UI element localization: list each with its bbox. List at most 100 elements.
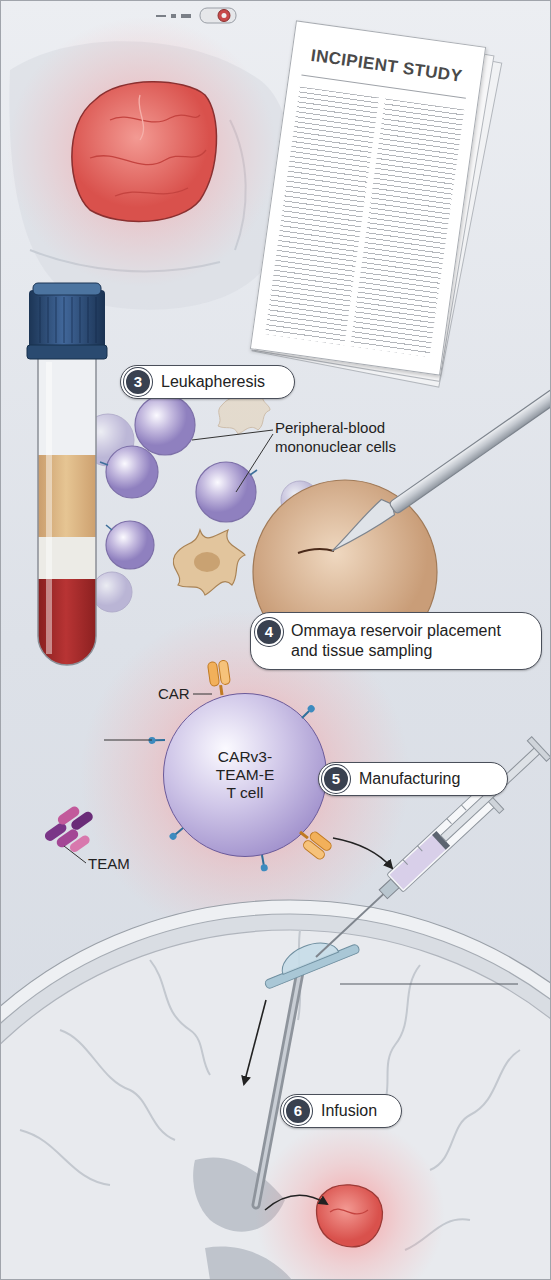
- cap-ridge: [71, 297, 72, 343]
- brain-gyrus: [380, 965, 420, 1110]
- step-text: Leukapheresis: [161, 372, 265, 392]
- tumor: [316, 1185, 382, 1247]
- mononuclear-cell: [196, 462, 256, 522]
- tube-clear-layer: [30, 355, 110, 455]
- dendritic-cell: [173, 530, 245, 595]
- leader-line: [104, 740, 152, 741]
- graduation: [447, 819, 452, 824]
- callout-number: 5: [332, 771, 340, 787]
- team-domain: [68, 834, 91, 854]
- mononuclear-cell: [135, 395, 195, 455]
- receptor: [306, 704, 316, 714]
- receptor-tick: [100, 462, 108, 465]
- skull-bone: [1, 914, 550, 1279]
- step-text: Ommaya reservoir placement and tissue sa…: [291, 621, 506, 661]
- part-label: CAR: [158, 684, 198, 703]
- step-pill: Manufacturing 5: [318, 762, 508, 796]
- mononuclear-cell: [106, 521, 154, 569]
- device-lens: [222, 13, 227, 18]
- red-cell-layer: [30, 579, 110, 679]
- tube-cap: [29, 290, 105, 352]
- tumor-highlight: [139, 95, 144, 140]
- cap-ridge: [63, 297, 64, 343]
- step-number: 4: [255, 618, 283, 646]
- step-pill: Infusion 6: [280, 1094, 402, 1128]
- step-text: Infusion: [321, 1101, 377, 1121]
- tube-highlight: [46, 362, 52, 654]
- step-number: 3: [124, 368, 152, 396]
- step-pill: Leukapheresis 3: [120, 365, 295, 399]
- tumor-fold: [115, 188, 188, 196]
- tumor-fold: [330, 1209, 368, 1214]
- graduation: [418, 846, 423, 851]
- receptor: [168, 831, 178, 841]
- incision: [298, 549, 334, 553]
- cell-name: CARv3-TEAM-E T cell: [212, 748, 278, 802]
- tumor-fold: [90, 150, 206, 165]
- car-receptor: [308, 830, 332, 852]
- callout-number: 6: [294, 1103, 302, 1119]
- flow-arrow: [265, 1195, 327, 1210]
- document-title: INCIPIENT STUDY: [291, 21, 485, 89]
- buffy-coat-layer: [30, 537, 110, 579]
- syringe-needle: [316, 893, 385, 957]
- leader-line: [340, 984, 518, 985]
- device-body: [200, 8, 236, 23]
- cap-ridge: [87, 297, 88, 343]
- team-domain: [69, 810, 94, 832]
- brain-gyrus: [150, 960, 210, 1075]
- ommaya-reservoir: [276, 935, 338, 974]
- receptor-tick: [250, 470, 257, 475]
- car-receptor: [218, 660, 230, 685]
- receptor: [148, 737, 155, 744]
- cap-ridge: [39, 297, 40, 343]
- part-label: TEAM: [88, 854, 148, 873]
- tube-cap-top: [33, 283, 101, 295]
- leader-line: [192, 430, 273, 440]
- receptor: [302, 711, 309, 718]
- mononuclear-cell: [106, 446, 158, 498]
- cell-circle: CARv3-TEAM-E T cell: [163, 693, 327, 857]
- tumor-glow: [7, 17, 277, 287]
- receptor-tick: [106, 525, 112, 530]
- receptor: [175, 828, 183, 834]
- tumor: [72, 82, 217, 222]
- car-stem: [221, 685, 222, 695]
- faint-cell: [92, 572, 132, 612]
- step-text: Manufacturing: [359, 769, 460, 789]
- scalpel-blade: [324, 496, 398, 556]
- cap-ridge: [55, 297, 56, 343]
- step-number: 5: [322, 765, 350, 793]
- device-lens: [218, 10, 230, 22]
- brain-gyrus: [20, 1130, 110, 1185]
- dendritic-nucleus: [194, 552, 220, 572]
- device-mark: [171, 14, 176, 18]
- brain-gyrus: [430, 1050, 520, 1170]
- step-pill: Ommaya reservoir placement and tissue sa…: [250, 612, 542, 670]
- catheter-lumen: [256, 972, 300, 1205]
- flow-arrow: [244, 1000, 266, 1084]
- callout-number: 4: [265, 624, 273, 640]
- scalpel-handle: [389, 388, 551, 514]
- car-receptor: [207, 661, 219, 686]
- car-receptor: [302, 839, 326, 861]
- callout-number: 3: [134, 374, 142, 390]
- leader-line: [64, 846, 86, 863]
- receptor: [260, 864, 268, 872]
- graduation: [461, 805, 466, 810]
- process-arrow: [333, 838, 392, 868]
- leader-line: [236, 434, 273, 492]
- leader-line: [193, 694, 212, 695]
- device-mark: [181, 14, 191, 18]
- syringe-contents: [390, 834, 448, 890]
- brain-surface: [1, 930, 550, 1279]
- catheter: [256, 972, 300, 1205]
- tube-outline: [38, 357, 96, 665]
- tumor-glow: [255, 1120, 445, 1279]
- car-stem: [300, 832, 308, 838]
- receptor: [262, 855, 264, 865]
- cell-type-label: Peripheral-blood mononuclear cells: [275, 418, 435, 456]
- tube-cap-rim: [27, 345, 107, 359]
- brain-gyrus: [60, 1030, 175, 1140]
